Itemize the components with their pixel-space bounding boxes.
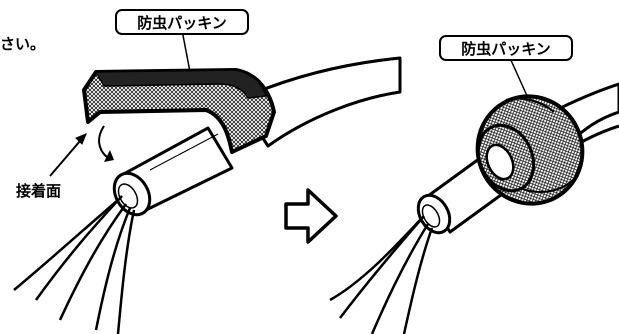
left-callout-box: [115, 9, 249, 35]
right-callout-box: [439, 35, 573, 61]
right-callout-label: 防虫パッキン: [461, 40, 551, 58]
packing-ring: [475, 94, 585, 206]
right-illustration: 防虫パッキン: [329, 35, 619, 334]
wires: [329, 215, 434, 334]
left-callout-label: 防虫パッキン: [137, 14, 227, 32]
left-illustration: 防虫パッキン 接着面: [13, 9, 402, 334]
adhesive-label: 接着面: [16, 182, 61, 200]
adhesive-pointer: [49, 125, 114, 177]
instruction-fragment: さい。: [0, 35, 45, 53]
outer-hose: [236, 56, 402, 148]
right-arrow-icon: [284, 188, 338, 244]
fold-arrow: [98, 125, 109, 159]
wires: [13, 195, 136, 334]
